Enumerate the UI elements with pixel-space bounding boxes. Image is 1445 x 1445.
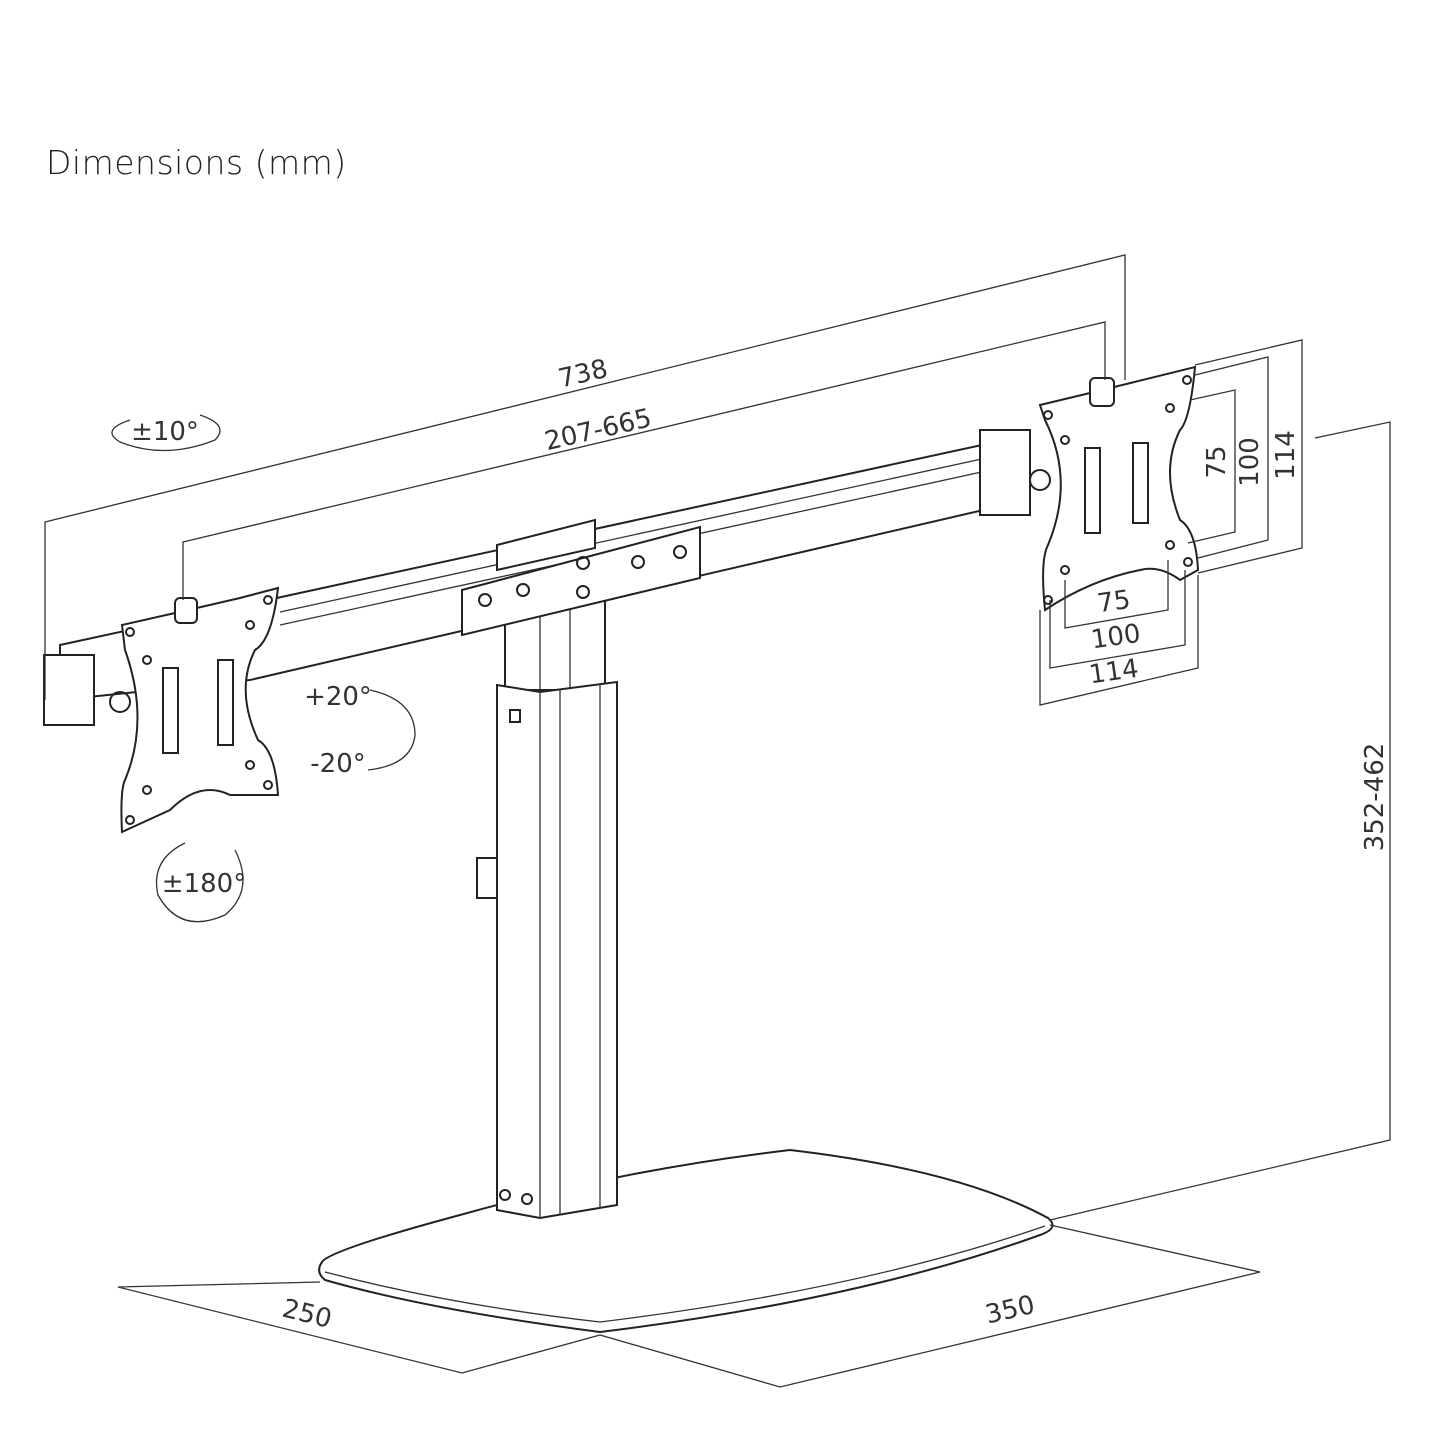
rotate-arrow-icon — [155, 842, 244, 923]
vesa-h-114: 114 — [1087, 654, 1140, 691]
crossbar-arm — [43, 429, 1031, 726]
base-plate — [318, 1148, 1054, 1334]
dim-base-width: 350 — [983, 1290, 1038, 1330]
vesa-plate-left — [109, 586, 280, 834]
tilt-arrow-icon — [367, 689, 416, 771]
vesa-v-100: 100 — [1235, 437, 1265, 487]
vesa-plate-right — [1029, 365, 1200, 612]
rotation-tilt-up: +20° — [304, 682, 372, 712]
dim-overall-width: 738 — [556, 354, 611, 394]
vesa-h-75: 75 — [1095, 585, 1132, 619]
level-arrow-icon — [111, 414, 221, 452]
rotation-arrows — [111, 414, 416, 923]
rotation-level: ±10° — [131, 417, 199, 447]
diagram-title: Dimensions (mm) — [46, 143, 347, 182]
vesa-h-100: 100 — [1089, 619, 1142, 656]
dim-base-depth: 250 — [279, 1294, 334, 1335]
dimension-lines — [44, 254, 1391, 1388]
column — [476, 599, 618, 1220]
vesa-v-75: 75 — [1202, 445, 1232, 478]
dim-arm-range: 207-665 — [542, 403, 655, 457]
rotation-tilt-down: -20° — [310, 749, 365, 779]
vesa-v-114: 114 — [1271, 430, 1301, 480]
dim-height-range: 352-462 — [1360, 743, 1390, 852]
rotation-360: ±180° — [162, 869, 246, 899]
